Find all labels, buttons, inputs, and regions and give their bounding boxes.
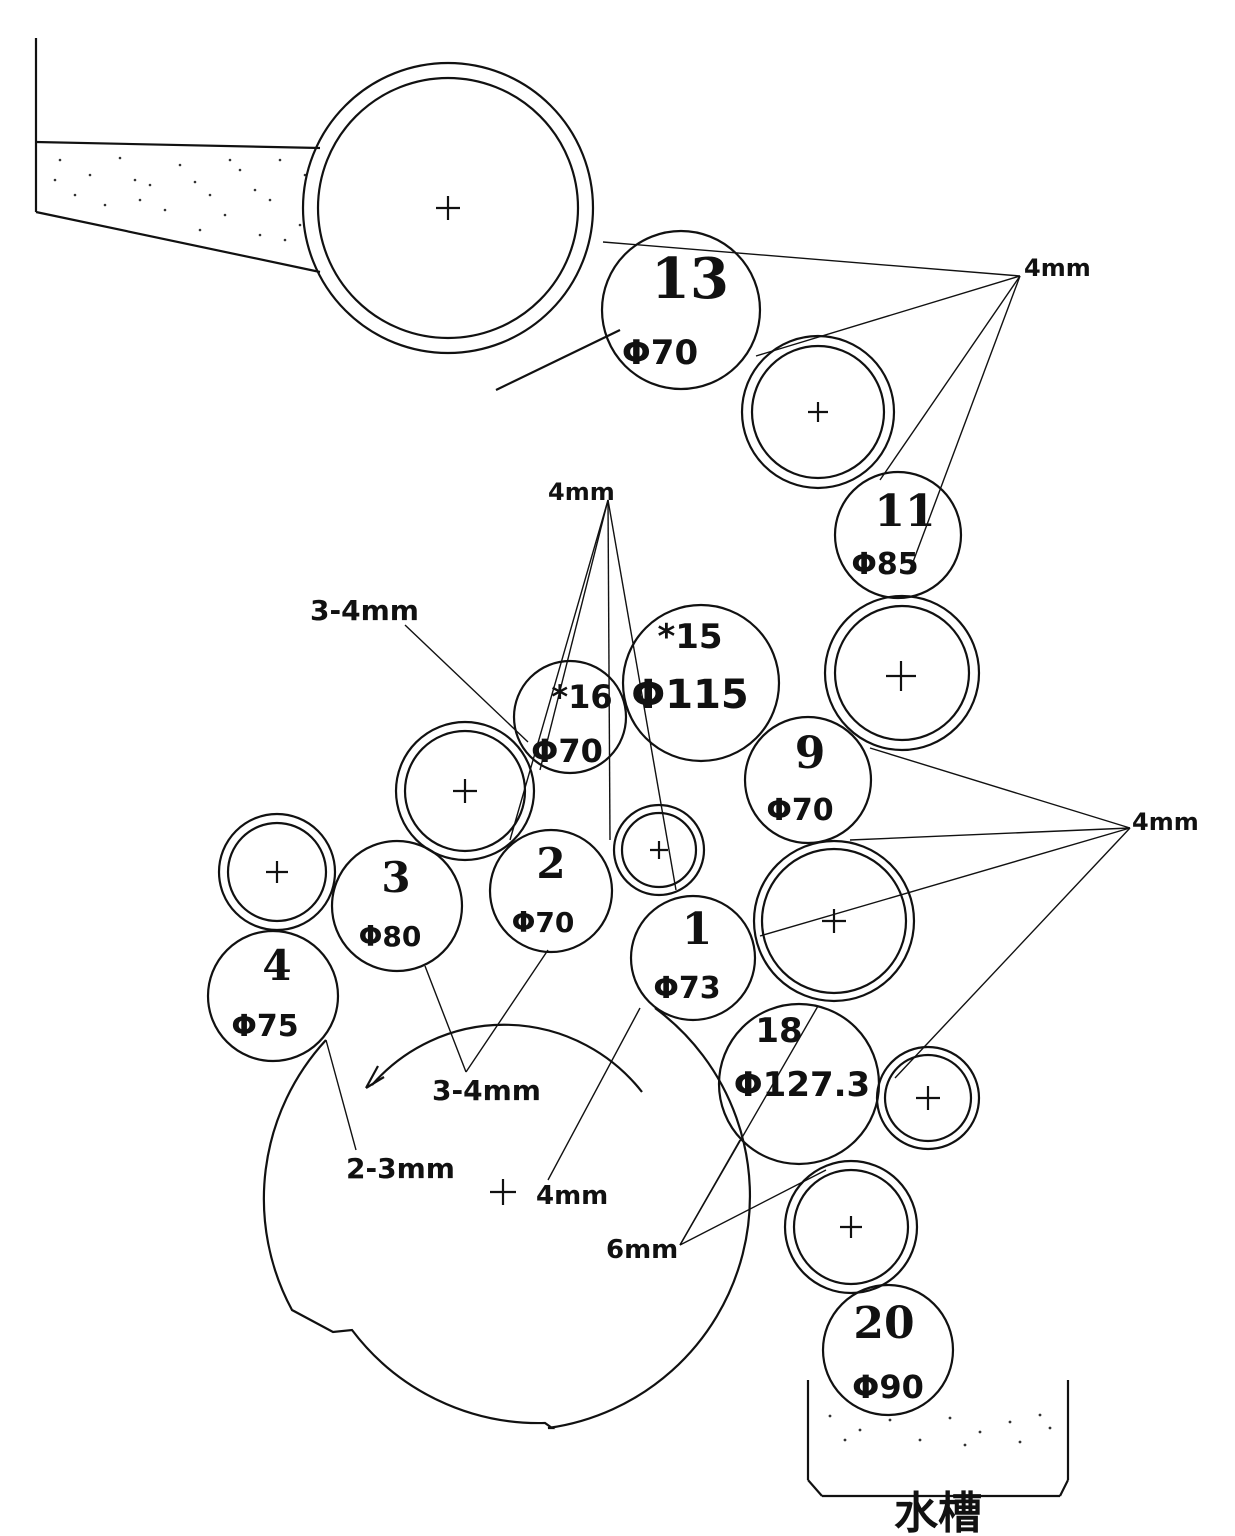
hopper-fill — [53, 156, 307, 242]
gap-labels: 4mm 4mm 3-4mm 4mm 3-4mm 2-3mm 4mm 6mm — [310, 254, 1199, 1265]
roll-9-circle — [743, 715, 873, 845]
idler-ring-7 — [875, 1045, 981, 1151]
roll-2-circle — [488, 828, 614, 954]
idler-ring-6 — [752, 839, 916, 1003]
roll-15-diameter: Φ115 — [631, 672, 749, 718]
gap-label-lower-center: 3-4mm — [432, 1074, 541, 1107]
idler-ring-5 — [612, 803, 706, 897]
roll-16-diameter: Φ70 — [531, 732, 603, 770]
roll-3-circle — [330, 839, 464, 973]
roll-9-diameter: Φ70 — [766, 793, 833, 828]
roll-4-number: 4 — [262, 941, 291, 990]
leader-lines — [325, 241, 1131, 1246]
roll-13-circle — [600, 229, 762, 391]
gap-label-drum-center: 4mm — [536, 1181, 608, 1211]
roll-18-diameter: Φ127.3 — [734, 1065, 870, 1105]
trough-fill — [828, 1413, 1052, 1447]
top-drum — [301, 61, 595, 355]
roll-13-diameter: Φ70 — [622, 333, 698, 373]
roll-1-diameter: Φ73 — [653, 971, 720, 1006]
water-trough — [806, 1380, 1070, 1498]
roll-4-circle — [206, 929, 340, 1063]
roll-20-number: 20 — [853, 1298, 914, 1349]
roll-16-number: *16 — [551, 678, 612, 716]
roll-9-number: 9 — [795, 728, 826, 779]
roll-2-diameter: Φ70 — [512, 906, 575, 939]
roll-18-number: 18 — [755, 1011, 802, 1051]
roll-11-diameter: Φ85 — [851, 547, 918, 582]
idler-ring-3 — [394, 720, 536, 862]
gap-label-top-right: 4mm — [1024, 254, 1091, 282]
gap-label-lower-left: 2-3mm — [346, 1152, 455, 1185]
idler-ring-2 — [823, 594, 981, 752]
feed-line — [495, 329, 621, 391]
roll-20-diameter: Φ90 — [852, 1368, 924, 1406]
roll-16-circle — [512, 659, 628, 775]
roll-11-number: 11 — [874, 486, 935, 537]
trough-label: 水槽 — [894, 1488, 982, 1536]
roll-3-number: 3 — [381, 853, 410, 902]
roll-1-circle — [629, 894, 757, 1022]
roll-1-number: 1 — [682, 904, 713, 955]
idler-ring-8 — [783, 1159, 919, 1295]
roll-15-number: *15 — [657, 617, 722, 657]
gap-label-left-upper: 3-4mm — [310, 594, 419, 627]
gap-label-upper-middle: 4mm — [548, 478, 615, 506]
idler-ring-1 — [740, 334, 896, 490]
roll-20-circle — [821, 1283, 955, 1417]
roll-4-diameter: Φ75 — [231, 1009, 298, 1044]
roll-18-circle — [717, 1002, 881, 1166]
roll-labels: 13 Φ70 11 Φ85 *15 Φ115 *16 Φ70 9 Φ70 3 Φ… — [231, 246, 935, 1406]
main-drum — [262, 1007, 752, 1430]
roll-2-number: 2 — [536, 839, 565, 888]
gap-label-right-middle: 4mm — [1132, 808, 1199, 836]
roll-15-circle — [621, 603, 781, 763]
roll-13-number: 13 — [651, 246, 729, 312]
feed-hopper — [34, 38, 321, 274]
roll-3-diameter: Φ80 — [359, 920, 422, 953]
idler-ring-4 — [217, 812, 337, 932]
roll-11-circle — [833, 470, 963, 600]
gap-label-lower-right: 6mm — [606, 1235, 678, 1265]
